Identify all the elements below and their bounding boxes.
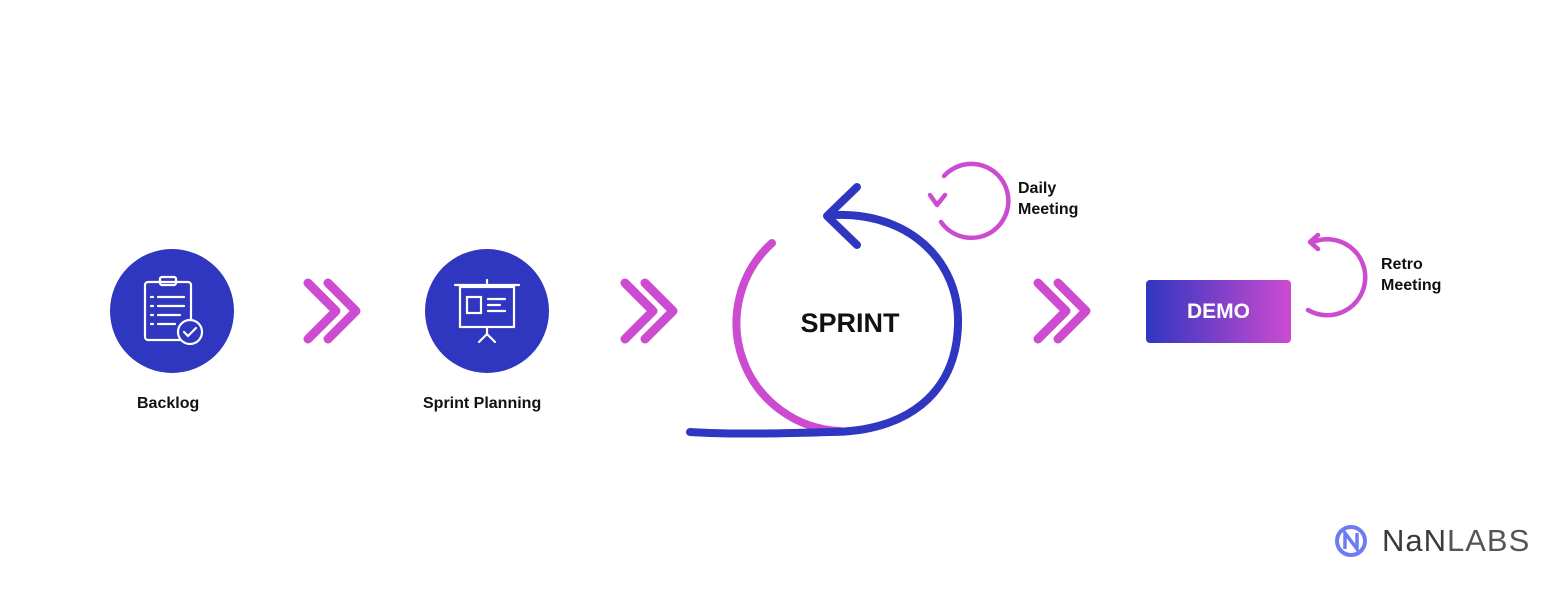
daily-line2: Meeting [1018, 201, 1079, 218]
presentation-board-icon [453, 278, 521, 344]
logo-text-bold: NaN [1382, 523, 1448, 558]
sprint-cycle-icon [686, 183, 963, 438]
backlog-label: Backlog [137, 395, 200, 412]
nanlabs-logo: NaNLABS [1334, 523, 1530, 559]
retro-loop-icon [1305, 232, 1368, 318]
sprint-planning-label: Sprint Planning [423, 395, 542, 412]
daily-loop-icon [927, 161, 1011, 241]
chevron-right-icon [620, 278, 678, 344]
sprint-label: SPRINT [800, 308, 900, 338]
sprint-planning-node [425, 249, 549, 373]
nanlabs-logo-icon [1335, 525, 1367, 557]
backlog-node [110, 249, 234, 373]
demo-box: DEMO [1146, 280, 1291, 343]
logo-text-light: LABS [1447, 523, 1531, 558]
clipboard-check-icon [143, 275, 204, 346]
retro-line1: Retro [1381, 256, 1423, 273]
daily-line1: Daily [1018, 180, 1057, 197]
chevron-right-icon [1033, 278, 1091, 344]
retro-line2: Meeting [1381, 277, 1442, 294]
chevron-right-icon [303, 278, 361, 344]
